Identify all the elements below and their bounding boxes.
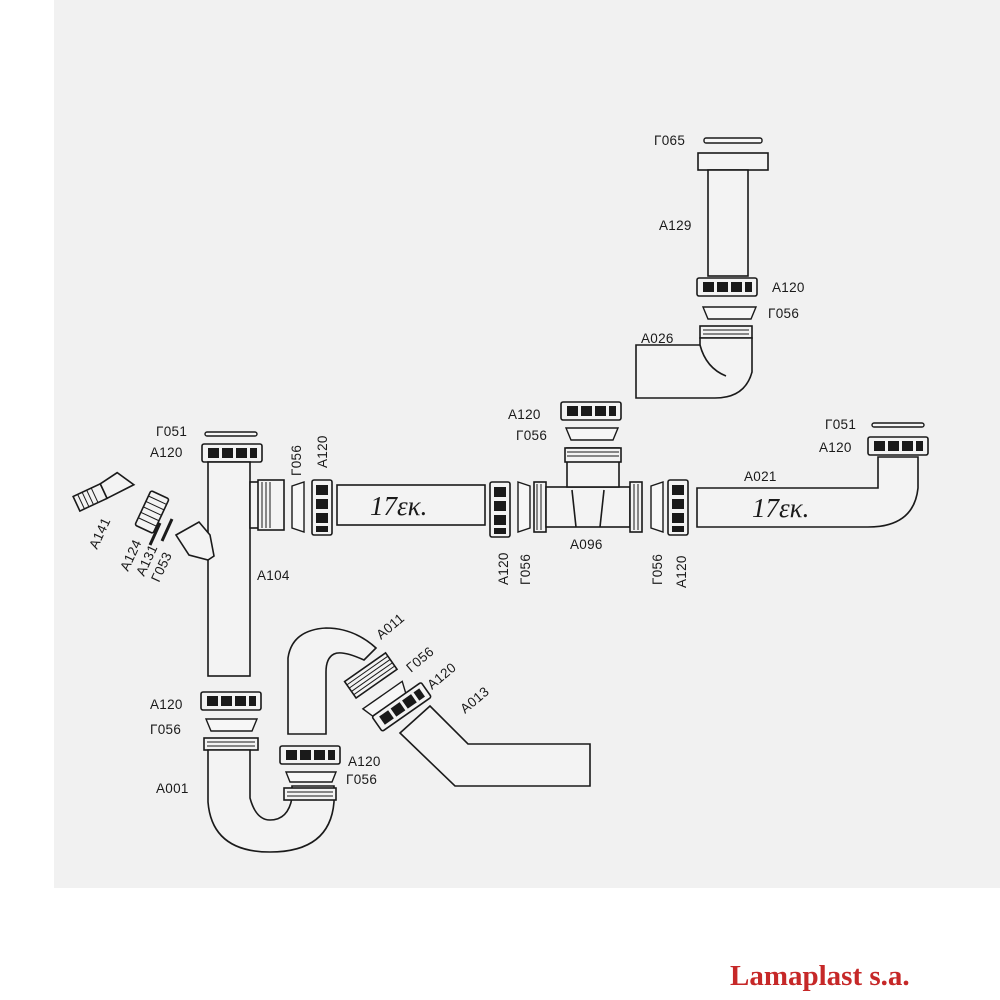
label-g056-tee-top: Γ056 bbox=[516, 428, 547, 443]
gasket-g056-trap-right bbox=[284, 771, 338, 783]
gasket-g056-left-h bbox=[291, 481, 305, 533]
tee-a096 bbox=[533, 447, 643, 533]
label-a120-tee-top: A120 bbox=[508, 407, 541, 422]
label-a104: A104 bbox=[257, 568, 290, 583]
label-a129: A129 bbox=[659, 218, 692, 233]
nut-a120-mid-right bbox=[667, 479, 689, 536]
ring-a131 bbox=[148, 522, 162, 546]
pipe-length-label-left: 17εκ. bbox=[370, 491, 427, 521]
hose-connector-a141 bbox=[72, 471, 136, 513]
nut-a120-tee-top bbox=[560, 401, 622, 421]
gasket-g051-left bbox=[204, 431, 258, 437]
label-g056-trap-left: Γ056 bbox=[150, 722, 181, 737]
pipe-17cm-left: 17εκ. bbox=[336, 484, 486, 526]
gasket-g056-top-right bbox=[701, 306, 758, 320]
label-g056-left-h: Γ056 bbox=[289, 445, 304, 476]
nut-a120-top-right bbox=[696, 277, 758, 297]
label-a001: A001 bbox=[156, 781, 189, 796]
label-g051-right: Γ051 bbox=[825, 417, 856, 432]
nut-a124 bbox=[134, 490, 170, 534]
gasket-g056-mid-left bbox=[517, 481, 531, 533]
gasket-g056-mid-right bbox=[650, 481, 664, 533]
elbow-a021: 17εκ. bbox=[696, 456, 919, 528]
label-a120-trap-left: A120 bbox=[150, 697, 183, 712]
label-a120-mid-left: A120 bbox=[496, 552, 511, 585]
gasket-g065 bbox=[703, 137, 763, 144]
nut-a120-mid-left bbox=[489, 481, 511, 538]
outlet-pipe-a013 bbox=[398, 704, 591, 787]
gasket-g056-tee-top bbox=[564, 427, 620, 441]
label-g056-mid-left: Γ056 bbox=[518, 554, 533, 585]
label-g056-trap-right: Γ056 bbox=[346, 772, 377, 787]
gasket-g051-right bbox=[871, 422, 925, 428]
nut-a120-trap-left bbox=[200, 691, 262, 711]
label-a120-top-right: A120 bbox=[772, 280, 805, 295]
nut-a120-right-end bbox=[867, 436, 929, 456]
tailpiece-a129 bbox=[697, 152, 769, 277]
trap-a001 bbox=[203, 737, 337, 853]
gasket-g053 bbox=[160, 518, 174, 542]
label-a120-mid-right: A120 bbox=[674, 555, 689, 588]
label-g056-top-right: Γ056 bbox=[768, 306, 799, 321]
label-g051-left: Γ051 bbox=[156, 424, 187, 439]
label-a096: A096 bbox=[570, 537, 603, 552]
brand-logo-text: Lamaplast s.a. bbox=[730, 960, 910, 992]
label-a120-top-left: A120 bbox=[150, 445, 183, 460]
label-g056-mid-right: Γ056 bbox=[650, 554, 665, 585]
label-a021: A021 bbox=[744, 469, 777, 484]
label-a120-trap-right: A120 bbox=[348, 754, 381, 769]
tee-a104 bbox=[174, 461, 285, 677]
nut-a120-left-h bbox=[311, 479, 333, 536]
label-a120-left-h: A120 bbox=[315, 435, 330, 468]
elbow-a026 bbox=[635, 325, 753, 399]
u-bend-a011 bbox=[287, 627, 399, 735]
label-a120-right-end: A120 bbox=[819, 440, 852, 455]
label-a026: A026 bbox=[641, 331, 674, 346]
label-g065: Γ065 bbox=[654, 133, 685, 148]
gasket-g056-trap-left bbox=[204, 718, 259, 732]
pipe-length-label-right: 17εκ. bbox=[752, 493, 809, 523]
nut-a120-trap-right bbox=[279, 745, 341, 765]
nut-a120-top-left bbox=[201, 443, 263, 463]
